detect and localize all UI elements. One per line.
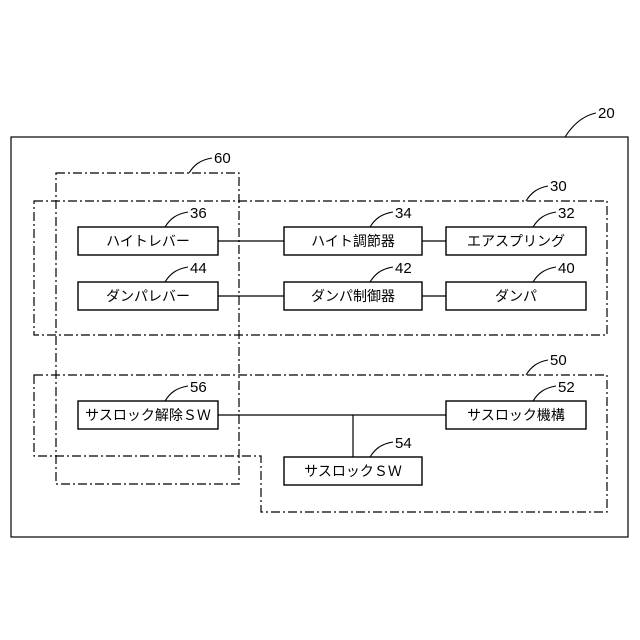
height-lever-ref: 36 (190, 205, 207, 222)
damper-ref-leader (533, 267, 556, 282)
lock-group-ref: 50 (550, 352, 567, 369)
sus-lock-mechanism-ref-leader (533, 386, 556, 401)
damper-ref: 40 (558, 260, 575, 277)
sus-lock-sw-ref-leader (370, 442, 393, 457)
damper-controller-ref-leader (370, 267, 393, 282)
sus-lock-mechanism-block: サスロック機構 52 (446, 379, 586, 429)
sus-lock-mechanism-ref: 52 (558, 379, 575, 396)
sus-lock-mechanism-label: サスロック機構 (467, 408, 565, 424)
sus-lock-release-sw-ref-leader (165, 386, 188, 401)
sus-lock-release-sw-label: サスロック解除ＳＷ (85, 408, 211, 424)
damper-controller-block: ダンパ制御器 42 (284, 260, 422, 310)
sus-lock-release-sw-block: サスロック解除ＳＷ 56 (78, 379, 218, 429)
air-group-ref: 30 (550, 178, 567, 195)
height-lever-label: ハイトレバー (106, 234, 190, 250)
air-spring-ref: 32 (558, 205, 575, 222)
sus-lock-sw-ref: 54 (395, 435, 412, 452)
height-lever-block: ハイトレバー 36 (78, 205, 218, 255)
height-adjuster-label: ハイト調節器 (311, 233, 395, 250)
damper-controller-ref: 42 (395, 260, 412, 277)
damper-block: ダンパ 40 (446, 260, 586, 310)
sus-lock-release-sw-ref: 56 (190, 379, 207, 396)
sus-lock-sw-label: サスロックＳＷ (304, 464, 402, 480)
height-lever-ref-leader (165, 212, 188, 227)
damper-lever-label: ダンパレバー (106, 289, 190, 305)
lock-group-ref-leader (526, 360, 548, 375)
height-adjuster-ref: 34 (395, 205, 412, 222)
air-suspension-group-outline (34, 201, 607, 335)
system-ref-leader (565, 113, 596, 137)
damper-lever-ref: 44 (190, 260, 207, 277)
operation-group-outline (56, 173, 239, 484)
air-group-ref-leader (526, 186, 548, 201)
height-adjuster-block: ハイト調節器 34 (284, 205, 422, 255)
suspension-lock-group-outline (34, 375, 607, 512)
air-spring-block: エアスプリング 32 (446, 205, 586, 255)
damper-label: ダンパ (495, 289, 537, 305)
operation-group-ref-leader (189, 158, 212, 173)
system-ref: 20 (598, 105, 615, 122)
air-spring-label: エアスプリング (467, 234, 565, 250)
damper-lever-ref-leader (165, 267, 188, 282)
air-spring-ref-leader (533, 212, 556, 227)
damper-controller-label: ダンパ制御器 (311, 289, 395, 305)
height-adjuster-ref-leader (370, 212, 393, 227)
operation-group-ref: 60 (214, 150, 231, 167)
damper-lever-block: ダンパレバー 44 (78, 260, 218, 310)
